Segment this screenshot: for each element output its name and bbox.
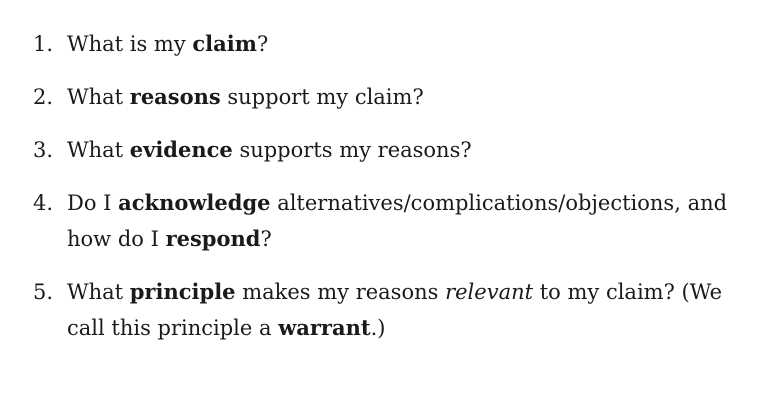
list-item: 5. What principle makes my reasons relev…	[33, 274, 753, 346]
list-number: 3.	[33, 138, 54, 162]
list-number: 5.	[33, 280, 54, 304]
bold-term: principle	[129, 279, 236, 304]
list-number: 1.	[33, 32, 54, 56]
list-item-text: What is my claim?	[67, 26, 753, 62]
text-run: What is my	[67, 32, 193, 56]
argument-questions-list: 1. What is my claim? 2. What reasons sup…	[33, 26, 753, 363]
list-item-text: Do I acknowledge alternatives/complicati…	[67, 185, 753, 257]
list-number: 2.	[33, 85, 54, 109]
text-run: ?	[260, 227, 272, 251]
list-item-text: What principle makes my reasons relevant…	[67, 274, 753, 346]
text-run: .)	[370, 316, 386, 340]
bold-term: evidence	[129, 137, 233, 162]
list-item: 1. What is my claim?	[33, 26, 753, 62]
text-run: What	[67, 138, 130, 162]
text-run: support my claim?	[220, 85, 424, 109]
text-run: alternatives/complications/objections, a…	[67, 191, 728, 251]
text-run: ?	[256, 32, 269, 56]
bold-term: warrant	[278, 315, 371, 340]
text-run: to my claim? (We call this principle a	[67, 280, 723, 340]
list-item-text: What evidence supports my reasons?	[67, 132, 753, 168]
list-item: 4. Do I acknowledge alternatives/complic…	[33, 185, 753, 257]
list-number: 4.	[33, 191, 54, 215]
bold-term: respond	[165, 226, 261, 251]
list-item-text: What reasons support my claim?	[67, 79, 753, 115]
text-run: supports my reasons?	[232, 138, 472, 162]
text-run: makes my reasons	[235, 280, 446, 304]
italic-term: relevant	[445, 280, 534, 304]
text-run: What	[67, 280, 130, 304]
bold-term: claim	[192, 31, 257, 56]
text-run: Do I	[67, 191, 119, 215]
bold-term: acknowledge	[118, 190, 271, 215]
bold-term: reasons	[129, 84, 221, 109]
list-item: 2. What reasons support my claim?	[33, 79, 753, 115]
list-item: 3. What evidence supports my reasons?	[33, 132, 753, 168]
text-run: What	[67, 85, 130, 109]
